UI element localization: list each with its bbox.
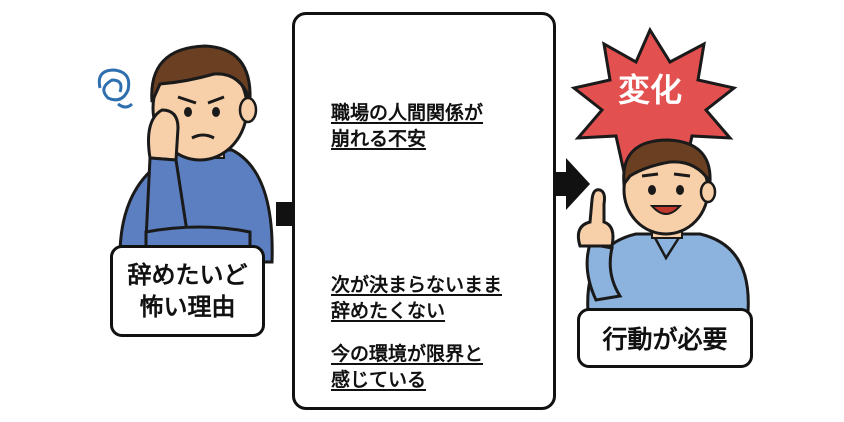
right-label-box: 行動が必要 [577,308,753,368]
reason-3: 今の環境が限界と 感じている [331,341,483,393]
arrow-right-icon [541,158,590,210]
reasons-panel [292,12,556,410]
reason-1: 職場の人間関係が 崩れる不安 [331,100,483,152]
reason-2: 次が決まらないまま 辞めたくない [331,272,502,324]
worry-scribble-icon [97,68,134,109]
reason-3-line1: 今の環境が限界と [331,343,484,365]
reason-2-line1: 次が決まらないまま [331,274,503,296]
reason-1-line1: 職場の人間関係が [331,102,484,124]
reason-2-line2: 辞めたくない [331,300,446,323]
confident-man [576,138,750,314]
right-label-text: 行動が必要 [602,325,728,354]
left-label-box: 辞めたいど 怖い理由 [110,245,265,337]
reason-3-line2: 感じている [331,369,427,392]
left-label-line1: 辞めたいど [127,260,248,289]
worried-man [97,44,274,264]
burst-label: 変化 [617,71,682,109]
left-label-line2: 怖い理由 [139,293,236,321]
reason-1-line2: 崩れる不安 [331,128,427,151]
